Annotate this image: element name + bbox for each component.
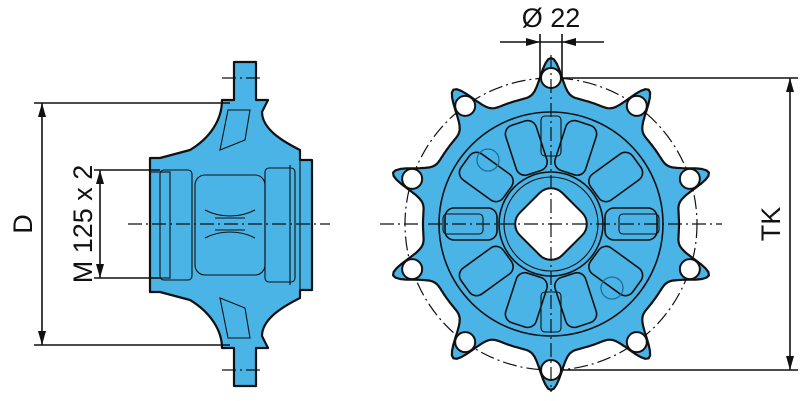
bolt-hole (454, 94, 477, 117)
bolt-hole (401, 167, 424, 190)
bearing-seat-left (159, 169, 193, 281)
front-view (380, 55, 722, 392)
bolt-hole (454, 331, 477, 354)
pocket (588, 151, 644, 203)
logo-mark (476, 148, 500, 172)
dimension-thread: M 125 x 2 (68, 165, 160, 284)
label-tk: TK (756, 207, 786, 242)
dimension-bolt-hole: Ø 22 (500, 3, 604, 78)
dimension-d: D (8, 102, 230, 346)
bolt-hole (625, 331, 648, 354)
bolt-hole (678, 167, 701, 190)
label-bolt-hole: Ø 22 (522, 3, 581, 33)
pocket (458, 245, 514, 297)
bolt-hole (401, 258, 424, 281)
label-thread: M 125 x 2 (68, 165, 98, 284)
bearing-seat-right (264, 167, 296, 283)
logo-mark (600, 276, 624, 300)
bolt-hole (678, 258, 701, 281)
side-view (128, 60, 330, 388)
dimension-tk: TK (560, 77, 798, 371)
bolt-hole (625, 94, 648, 117)
rib (618, 213, 660, 235)
pocket (588, 245, 644, 297)
label-d: D (8, 214, 38, 234)
pocket (458, 151, 514, 203)
pocket (444, 207, 498, 241)
